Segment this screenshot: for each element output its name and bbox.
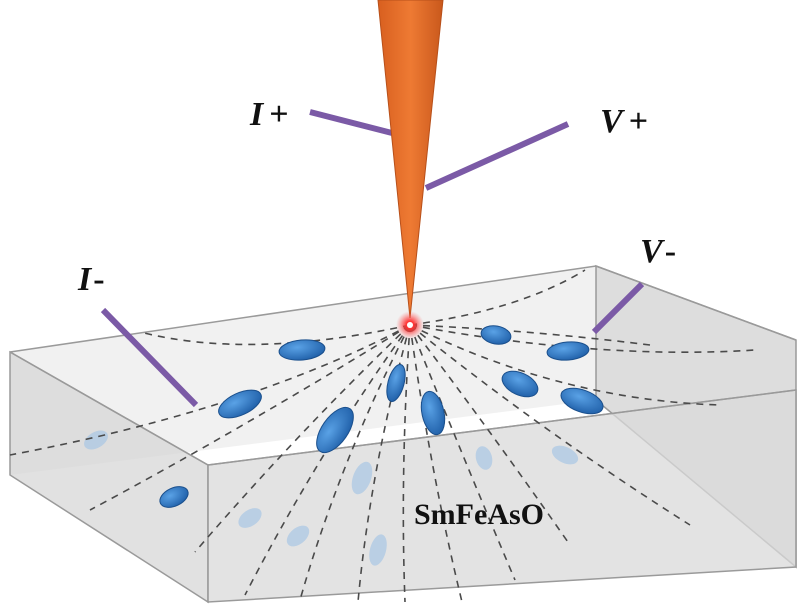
vortex-ellipse — [560, 387, 604, 415]
box-left-top-edge — [9, 351, 209, 466]
label-sample: SmFeAsO — [414, 498, 544, 531]
field-line — [299, 324, 411, 601]
surface-vortices — [159, 325, 604, 508]
buried-ellipse — [238, 508, 262, 528]
label-i-plus-letter: I — [249, 96, 265, 133]
label-i-plus: I+ — [249, 96, 289, 133]
buried-ellipse — [369, 534, 387, 566]
i-plus-lead — [309, 109, 393, 136]
field-line — [357, 324, 411, 603]
field-line — [409, 324, 651, 346]
vortex-ellipse — [546, 341, 590, 361]
label-v-plus-letter: V — [600, 103, 625, 140]
tip-hotspot — [407, 322, 413, 328]
vortex-ellipse — [316, 406, 354, 454]
vortex-ellipse — [501, 370, 539, 398]
i-minus-lead — [100, 307, 199, 408]
v-plus-lead — [424, 121, 570, 191]
buried-vortices — [84, 430, 579, 566]
stm-tip — [377, 0, 444, 319]
vortex-ellipse — [420, 390, 446, 436]
leads — [100, 109, 645, 408]
field-line — [244, 324, 411, 596]
vortex-ellipse — [159, 486, 189, 508]
label-i-minus-sign: - — [93, 261, 104, 298]
field-line — [409, 324, 756, 354]
label-v-minus: V- — [640, 233, 676, 270]
label-i-plus-sign: + — [269, 96, 288, 133]
v-minus-lead — [591, 281, 645, 335]
field-line — [409, 324, 721, 406]
field-line — [89, 324, 411, 511]
field-line — [409, 324, 691, 526]
label-i-minus-letter: I — [77, 261, 93, 298]
vortex-ellipse — [218, 389, 262, 419]
vortex-ellipse — [386, 364, 406, 402]
box-front-top-edge — [207, 389, 797, 466]
field-line — [409, 324, 516, 581]
buried-ellipse — [551, 445, 579, 465]
label-v-minus-sign: - — [665, 233, 676, 270]
label-v-plus: V+ — [600, 103, 648, 140]
field-line — [409, 324, 463, 603]
buried-ellipse — [475, 446, 493, 470]
field-line — [194, 324, 411, 553]
box-top-edge — [9, 265, 797, 353]
vortex-ellipse — [480, 325, 512, 345]
label-i-minus: I- — [77, 261, 105, 298]
field-line — [409, 324, 571, 546]
label-v-plus-sign: + — [629, 103, 648, 140]
vortex-ellipse — [278, 339, 326, 361]
buried-ellipse — [351, 461, 373, 495]
buried-ellipse — [286, 525, 310, 547]
field-line — [139, 324, 411, 346]
label-v-minus-letter: V — [640, 233, 665, 270]
